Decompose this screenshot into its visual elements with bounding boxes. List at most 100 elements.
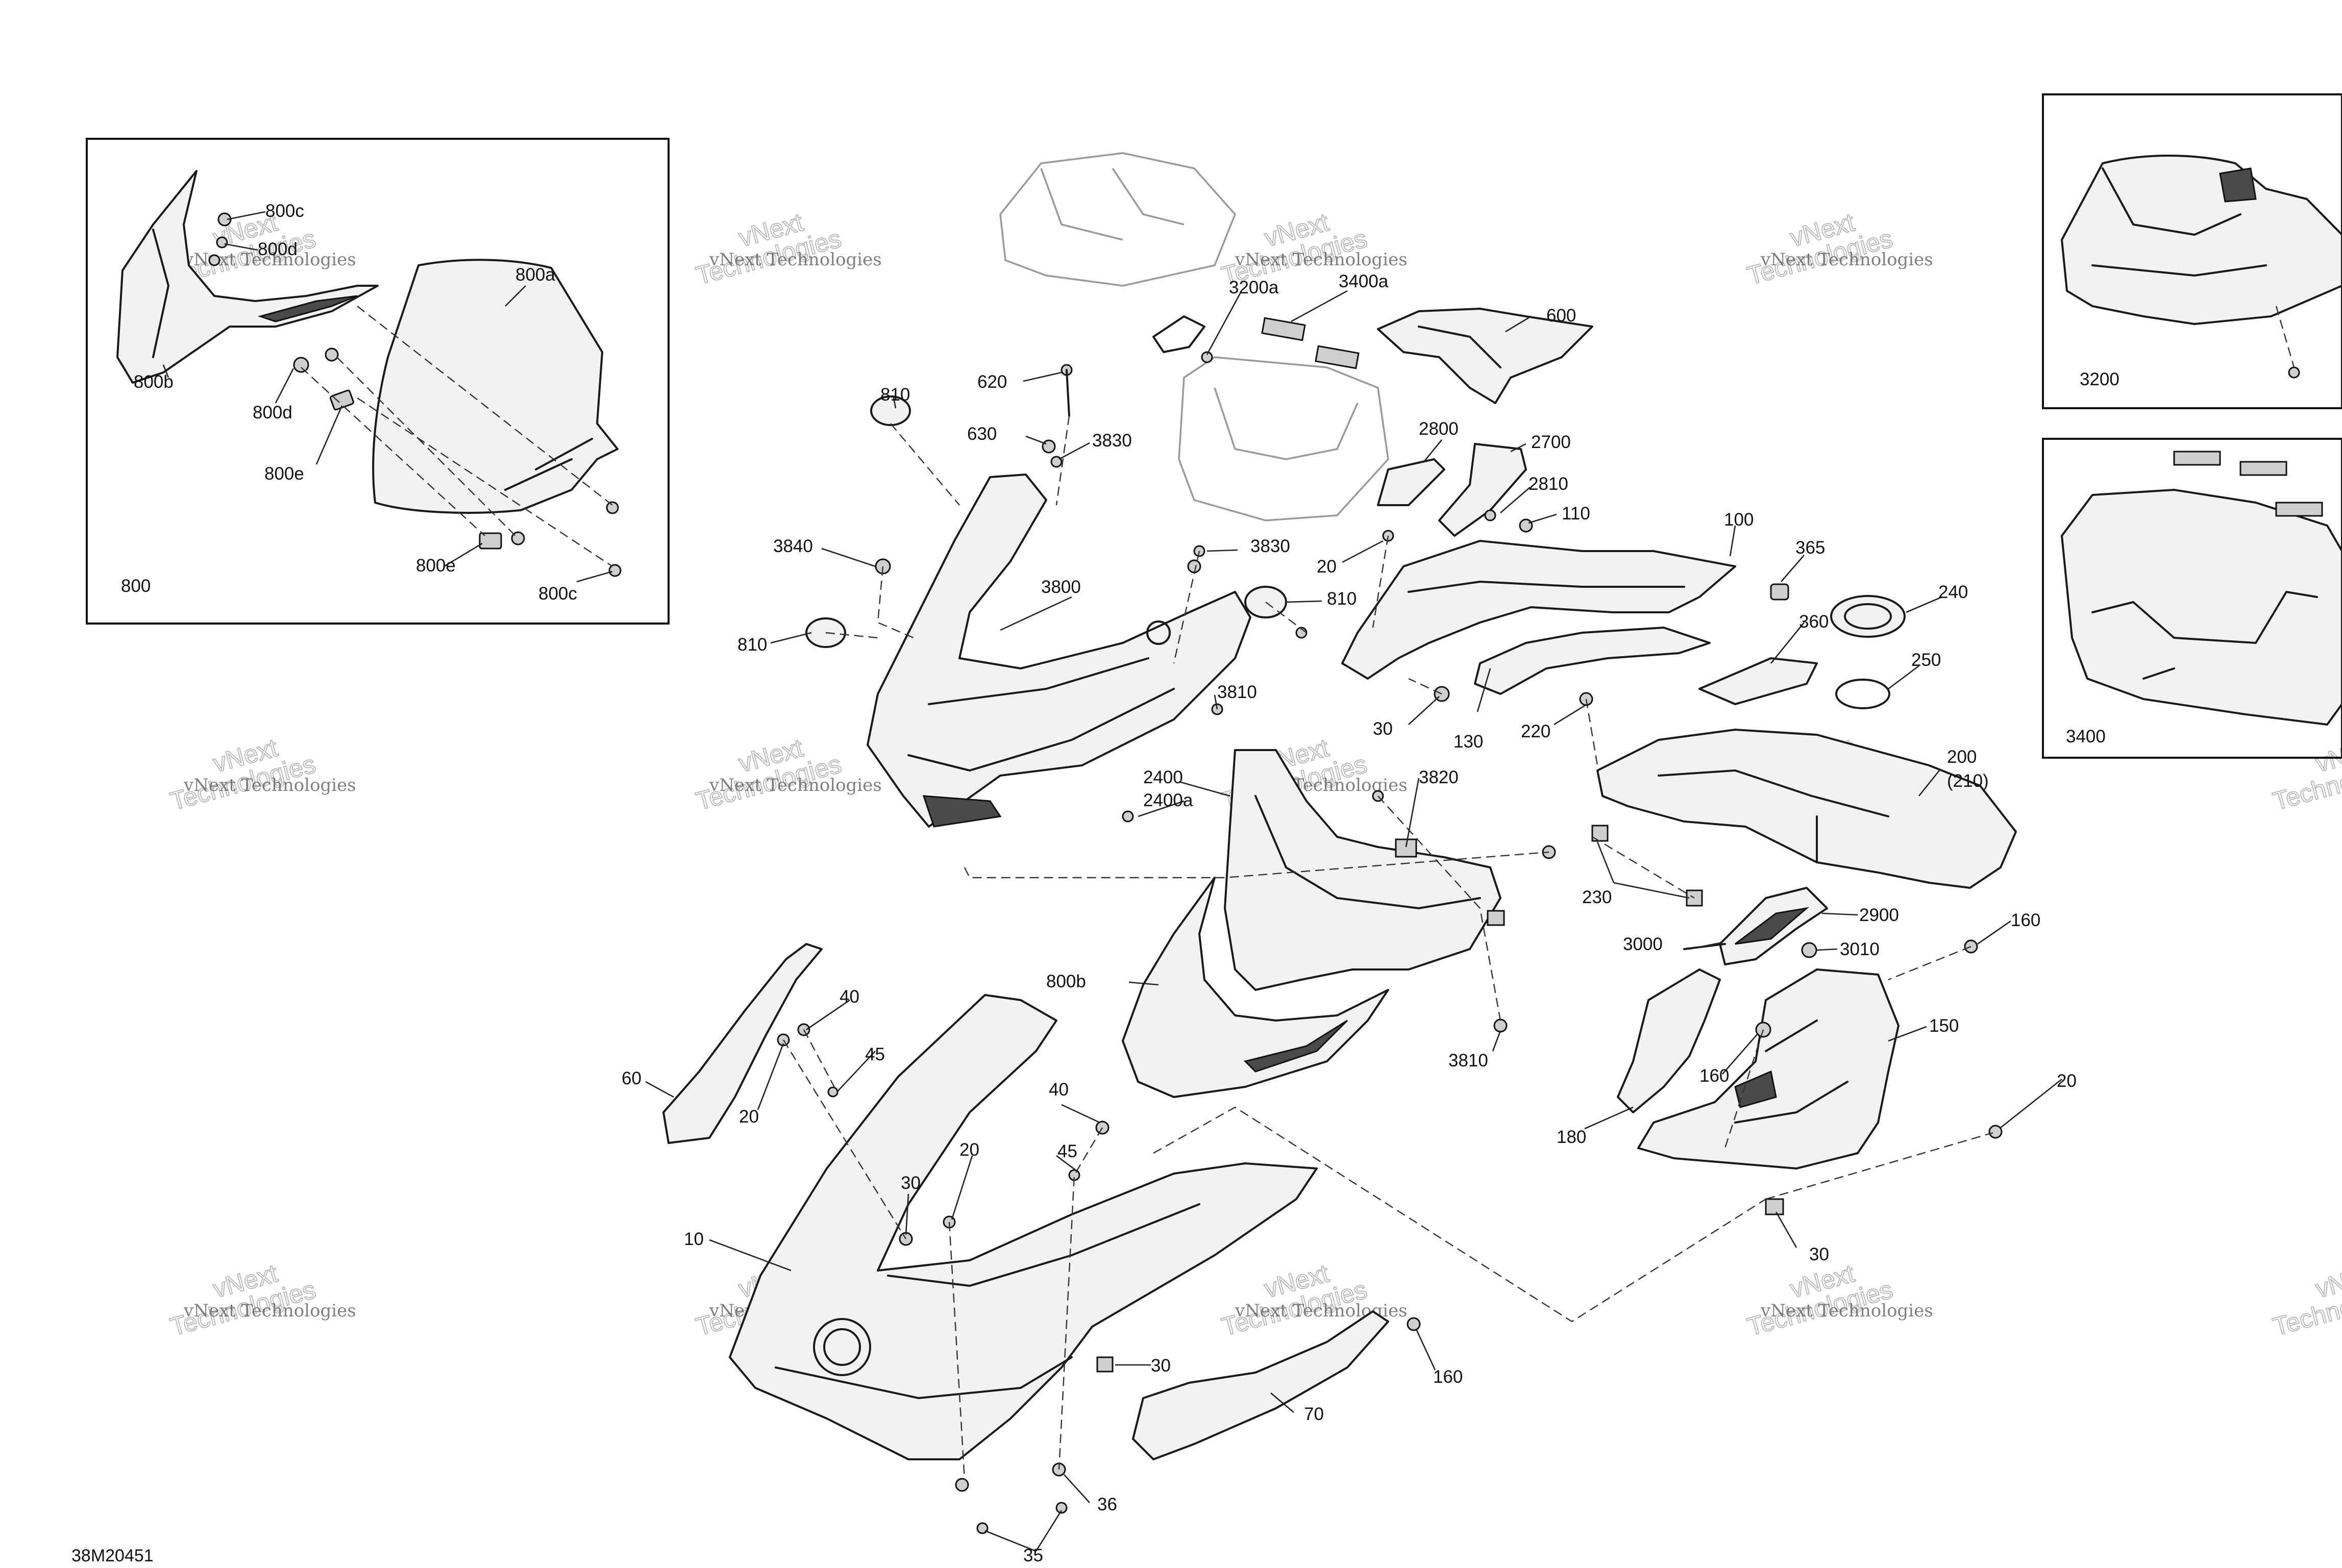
callout-630: 630: [967, 424, 997, 444]
ring-240[interactable]: [1830, 595, 1906, 638]
trim-2800[interactable]: [1377, 458, 1445, 506]
watermark: vNext Technologies: [2270, 733, 2342, 816]
callout-810: 810: [1327, 589, 1357, 609]
callout-3830: 3830: [1250, 536, 1290, 556]
bracket-3200a[interactable]: [1152, 315, 1205, 353]
ghost-cover: [999, 152, 1236, 287]
callout-365: 365: [1795, 538, 1825, 558]
callout-2400: 2400: [1143, 767, 1183, 787]
nut: [1201, 351, 1213, 363]
watermark: vNext Technologies vNext Technologies: [693, 207, 882, 290]
watermark-text: vNext Technologies: [183, 775, 356, 795]
instrument-cover-3200[interactable]: [2061, 155, 2342, 325]
callout-3800: 3800: [1041, 577, 1081, 597]
assembly-line: [2275, 306, 2295, 368]
callout-3200a: 3200a: [1229, 278, 1279, 297]
trim-70[interactable]: [1132, 1310, 1389, 1460]
callout-180: 180: [1557, 1127, 1586, 1147]
side-panel-150[interactable]: [1637, 968, 1900, 1169]
callout-3820: 3820: [1419, 767, 1459, 787]
nut-800d: [208, 254, 220, 266]
side-panel-100[interactable]: [1341, 540, 1736, 680]
callout-3400a: 3400a: [1339, 271, 1389, 291]
clip-160: [1407, 1317, 1421, 1331]
panel-600[interactable]: [1377, 308, 1593, 404]
callout-40: 40: [840, 987, 859, 1007]
headlight-shroud-2400[interactable]: [1224, 749, 1501, 991]
cover-360[interactable]: [1698, 657, 1818, 705]
inset-3400: 3400: [2042, 438, 2342, 759]
windshield-800a[interactable]: [372, 259, 619, 514]
watermark-text: vNext Technologies: [1760, 1301, 1933, 1321]
assembly-lines: [301, 306, 613, 567]
leader-lines-main: [645, 290, 2062, 1552]
callout-160: 160: [2011, 910, 2040, 930]
callout-150: 150: [1929, 1016, 1959, 1036]
panel-2900-grille: [1735, 907, 1810, 945]
frame-200[interactable]: [1596, 729, 2017, 889]
washer-36: [955, 1478, 969, 1492]
lower-fairing-group: [662, 943, 1421, 1534]
screw-3810: [1493, 1018, 1508, 1033]
side-panel-vent: [1734, 1070, 1777, 1108]
lower-fairing-detail: [775, 1203, 1200, 1399]
tray-3400[interactable]: [2061, 489, 2342, 726]
callout-36: 36: [1097, 1495, 1117, 1514]
callout-200: 200: [1947, 747, 1977, 767]
screw-800c: [217, 212, 232, 227]
callout-3400: 3400: [2066, 727, 2106, 746]
trim-60[interactable]: [662, 943, 823, 1144]
callout-30: 30: [1151, 1356, 1171, 1376]
inset-leaders: [162, 211, 613, 583]
ghost-cover-detail: [1040, 168, 1185, 241]
pad-3400a: [1261, 317, 1306, 341]
screw-2400a: [1122, 810, 1134, 823]
callout-800b: 800b: [134, 372, 174, 392]
grommet-810[interactable]: [870, 395, 911, 426]
cover-vent: [2219, 167, 2257, 203]
callout-800b: 800b: [1046, 972, 1086, 991]
callout-20: 20: [959, 1140, 979, 1160]
inset-frame: [2042, 438, 2342, 759]
callout-210: (210): [1947, 771, 1989, 791]
watermark-text: vNext Technologies: [709, 250, 882, 270]
seal-250[interactable]: [1835, 679, 1890, 709]
callout-800c: 800c: [538, 584, 577, 604]
watermark-text: vNext Technologies: [1235, 250, 1408, 270]
lower-fairing-10[interactable]: [729, 994, 1318, 1460]
ring-240-inner: [1844, 603, 1892, 630]
plug-365: [1770, 583, 1789, 601]
frame-detail: [1658, 769, 1889, 863]
callout-2700: 2700: [1531, 432, 1571, 452]
drawing-reference: 38M20451: [71, 1546, 154, 1565]
inset-frame: [86, 138, 670, 625]
side-panel-detail: [1408, 581, 1685, 593]
nut-800c: [608, 564, 622, 577]
pad-3400a: [1315, 345, 1360, 369]
callout-800d: 800d: [253, 403, 292, 422]
watermark: vNext Technologies vNext Technologies: [1218, 207, 1408, 290]
trim-180[interactable]: [1617, 968, 1721, 1113]
visor-badge: [257, 295, 358, 322]
visor-800b[interactable]: [116, 170, 379, 384]
inset-frame: [2042, 93, 2342, 409]
callout-250: 250: [1911, 650, 1941, 670]
callout-160: 160: [1699, 1066, 1729, 1086]
callout-60: 60: [622, 1068, 642, 1088]
callout-230: 230: [1582, 887, 1612, 907]
right-side-group: [1617, 887, 2003, 1215]
trim-2700[interactable]: [1438, 443, 1527, 537]
clip: [1487, 910, 1505, 926]
callout-160: 160: [1433, 1367, 1463, 1387]
pad-3400: [2173, 451, 2221, 466]
front-fairing-3800[interactable]: [867, 474, 1251, 828]
nut: [2288, 366, 2300, 379]
callout-3010: 3010: [1840, 939, 1880, 959]
assembly-lines-main: [782, 415, 1993, 1480]
callout-40: 40: [1049, 1080, 1069, 1100]
callout-3810: 3810: [1448, 1051, 1488, 1071]
callout-100: 100: [1724, 510, 1754, 530]
callout-30: 30: [901, 1173, 921, 1193]
trim-130[interactable]: [1474, 627, 1711, 695]
callout-3810: 3810: [1217, 682, 1257, 702]
